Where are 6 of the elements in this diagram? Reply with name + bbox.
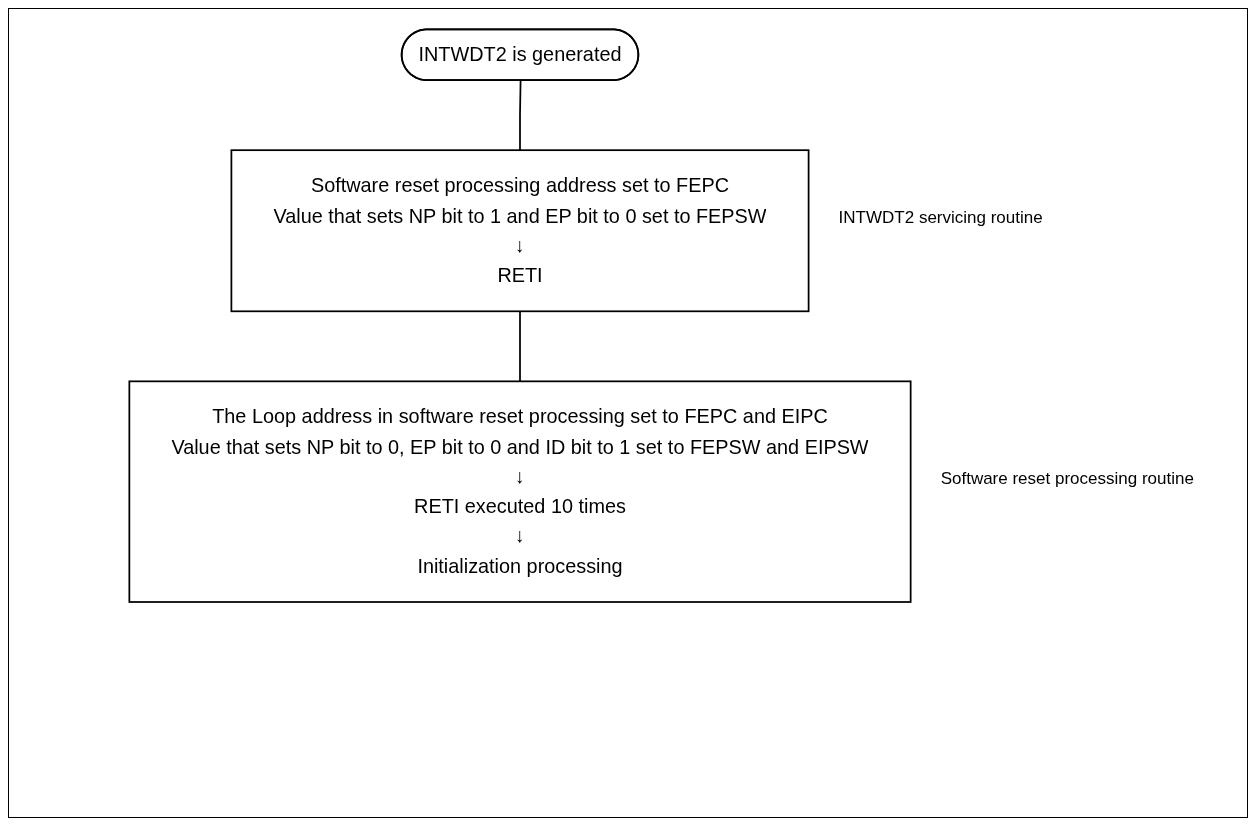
routine-caption: INTWDT2 servicing routine	[838, 206, 1044, 229]
connector	[519, 79, 522, 152]
node-box: Software reset processing address set to FEPC Value that sets NP bit to 1 and EP bit to 0 set to FEPSW ↓ RETI	[230, 149, 810, 313]
routine-caption: Software reset processing routine	[940, 467, 1195, 490]
node-box: The Loop address in software reset processing set to FEPC and EIPC Value that sets NP bit to 0, EP bit to 0 and ID bit to 1 set to FEPSW and EIPSW ↓ RETI executed 10 times ↓ Initialization processing	[128, 380, 912, 603]
connector	[519, 310, 521, 383]
